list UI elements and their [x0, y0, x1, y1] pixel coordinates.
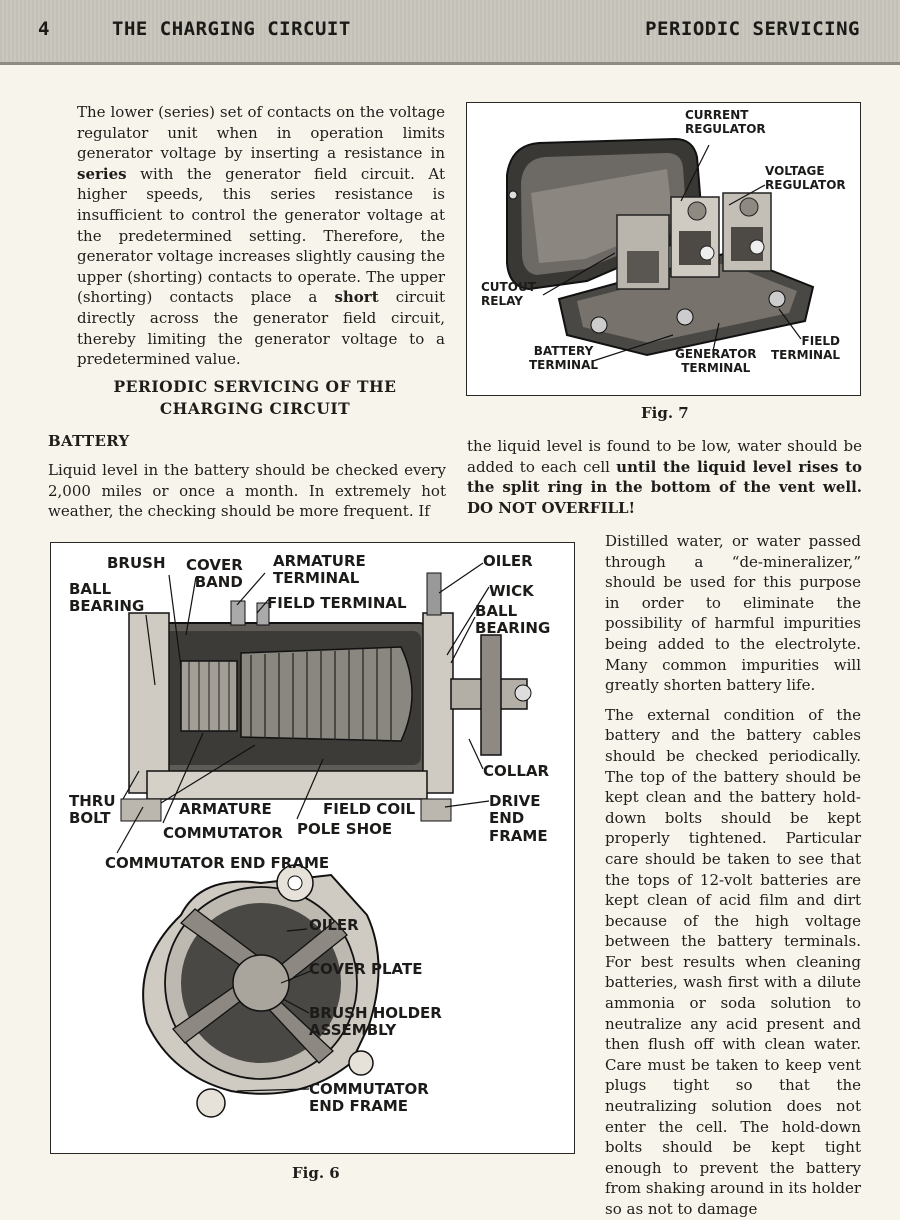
label-field-terminal: FIELD TERMINAL [267, 594, 407, 612]
label-collar: COLLAR [483, 762, 550, 780]
page-number: 4 [38, 18, 50, 40]
label-armature: ARMATURE [179, 800, 272, 818]
label-oiler-bottom: OILER [309, 916, 359, 934]
label-oiler-top: OILER [483, 552, 533, 570]
label-brush: BRUSH [107, 554, 166, 572]
label-wick: WICK [489, 582, 534, 600]
label-cover-plate: COVER PLATE [309, 960, 423, 978]
battery-paragraph: Liquid level in the battery should be ch… [48, 461, 446, 521]
generator-illustration [116, 562, 532, 1118]
section-running-title: PERIODIC SERVICING [645, 18, 860, 40]
fig6-caption: Fig. 6 [292, 1164, 340, 1182]
regulator-paragraph: The lower (series) set of contacts on th… [77, 103, 445, 369]
fig7-caption: Fig. 7 [641, 404, 689, 422]
battery-subheading: BATTERY [48, 432, 130, 450]
section-title: PERIODIC SERVICING OF THE CHARGING CIRCU… [113, 377, 397, 418]
chapter-title: THE CHARGING CIRCUIT [112, 18, 351, 40]
page-header: 4 THE CHARGING CIRCUIT PERIODIC SERVICIN… [0, 0, 900, 65]
label-commutator-end-frame: COMMUTATOR END FRAME [105, 854, 330, 872]
battery-care-column: Distilled water, or water passed through… [605, 532, 861, 1218]
liquid-level-paragraph: the liquid level is found to be low, wat… [467, 437, 862, 517]
voltage-regulator-illustration [506, 137, 815, 362]
label-pole-shoe: POLE SHOE [297, 820, 393, 838]
label-field-coil: FIELD COIL [323, 800, 416, 818]
label-commutator: COMMUTATOR [163, 824, 283, 842]
